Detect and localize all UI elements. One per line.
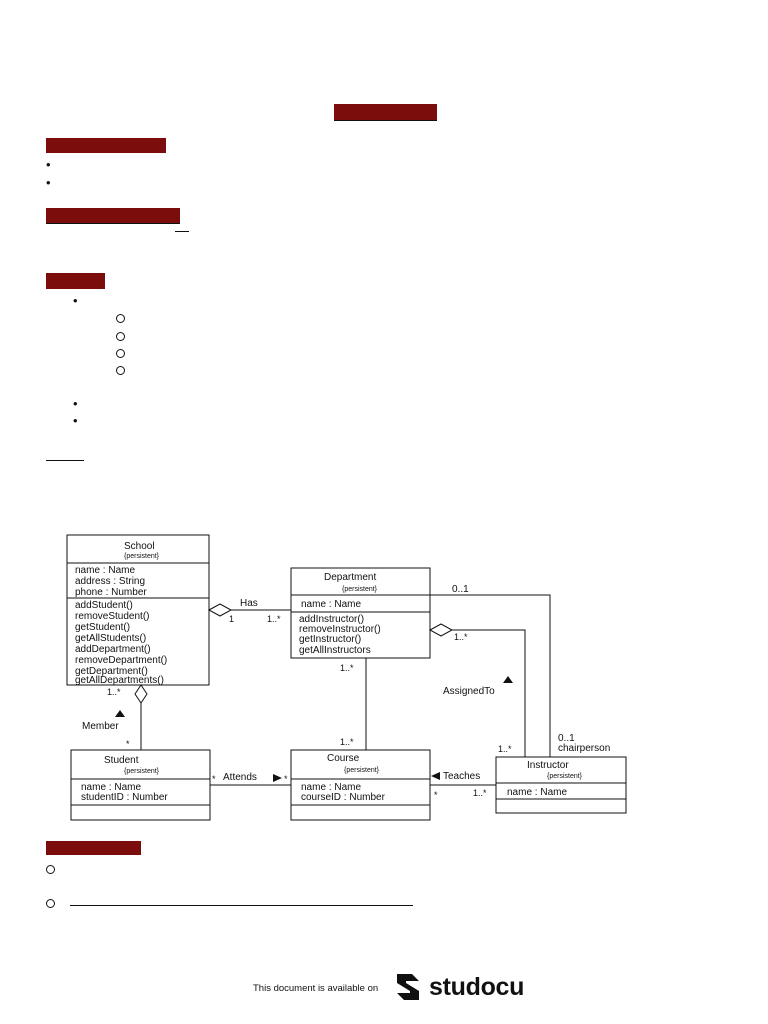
mult-student-attends: * [212,774,216,784]
teaches-label: Teaches [443,771,480,782]
member-direction-icon [115,710,125,717]
course-class-name: Course [327,753,360,764]
mult-course-attends: * [284,774,288,784]
chairperson-line [430,594,551,757]
sub-bullet-1 [116,314,125,323]
attends-direction-icon [273,774,282,782]
instructor-class-name: Instructor [527,760,569,771]
school-class-name: School [124,541,155,552]
mult-department-chair: 0..1 [452,584,469,595]
title-bar [334,104,437,121]
school-op-3: getAllStudents() [75,633,146,644]
short-underline [175,231,189,232]
mult-instructor-assigned: 1..* [498,744,512,754]
school-op-6: getDepartment() [75,666,148,677]
sub-bullet-2 [116,332,125,341]
teaches-direction-icon [431,772,440,780]
studocu-brand[interactable]: studocu [393,970,524,1004]
mult-department-assigned: 1..* [454,632,468,642]
course-attr-0: name : Name [301,782,361,793]
instructor-stereotype: {persistent} [547,773,583,780]
student-attr-0: name : Name [81,782,141,793]
sub-bullet-3 [116,349,125,358]
section-heading-4 [46,841,141,855]
bullet-2: • [46,175,51,190]
department-op-3: getAllInstructors [299,645,371,656]
bullet-1: • [46,157,51,172]
school-attr-2: phone : Number [75,587,147,598]
department-class-box [290,567,431,659]
mult-department-course: 1..* [340,663,354,673]
school-op-7: getAllDepartments() [75,675,164,686]
school-op-5: removeDepartment() [75,655,167,666]
assignedto-label: AssignedTo [443,686,495,697]
sub-bullet-6 [46,899,55,908]
instructor-attr-0: name : Name [507,787,567,798]
has-aggregation-diamond [207,603,233,617]
bullet-5: • [73,413,78,428]
member-label: Member [82,721,119,732]
school-attr-1: address : String [75,576,145,587]
sub-bullet-5 [46,865,55,874]
section-heading-2 [46,208,180,224]
mult-has-department: 1..* [267,614,281,624]
mult-school-member: 1..* [107,687,121,697]
short-underline-2 [46,460,84,461]
school-op-1: removeStudent() [75,611,149,622]
school-op-0: addStudent() [75,600,133,611]
mult-course-teaches: * [434,790,438,800]
school-attr-0: name : Name [75,565,135,576]
section-heading-3 [46,273,105,289]
school-op-2: getStudent() [75,622,130,633]
school-op-4: addDepartment() [75,644,151,655]
department-stereotype: {persistent} [342,586,378,593]
department-class-name: Department [324,572,376,583]
assignedto-aggregation-diamond [428,623,454,637]
bullet-3: • [73,293,78,308]
course-stereotype: {persistent} [344,767,380,774]
assignedto-direction-icon [503,676,513,683]
studocu-brand-name: studocu [429,972,525,1001]
assignedto-line [452,629,526,757]
blank-line [70,905,413,906]
section-heading-1 [46,138,166,153]
student-attr-1: studentID : Number [81,792,168,803]
department-op-1: removeInstructor() [299,624,381,635]
uml-class-diagram: School {persistent} name : Name address … [66,534,627,821]
sub-bullet-4 [116,366,125,375]
mult-instructor-teaches: 1..* [473,788,487,798]
mult-student-member: * [126,739,130,749]
department-op-2: getInstructor() [299,634,361,645]
student-class-name: Student [104,755,139,766]
mult-instructor-chair: 0..1 [558,733,575,744]
member-aggregation-diamond [134,684,148,704]
attends-label: Attends [223,772,257,783]
bullet-4: • [73,396,78,411]
mult-course-department: 1..* [340,737,354,747]
student-stereotype: {persistent} [124,768,160,775]
studocu-logo-icon [397,974,419,1000]
school-stereotype: {persistent} [124,553,160,560]
footer-available-text: This document is available on [253,983,379,994]
department-attr-0: name : Name [301,599,361,610]
course-attr-1: courseID : Number [301,792,386,803]
chairperson-label: chairperson [558,743,610,754]
has-label: Has [240,598,258,609]
mult-has-school: 1 [229,614,234,624]
department-op-0: addInstructor() [299,614,364,625]
